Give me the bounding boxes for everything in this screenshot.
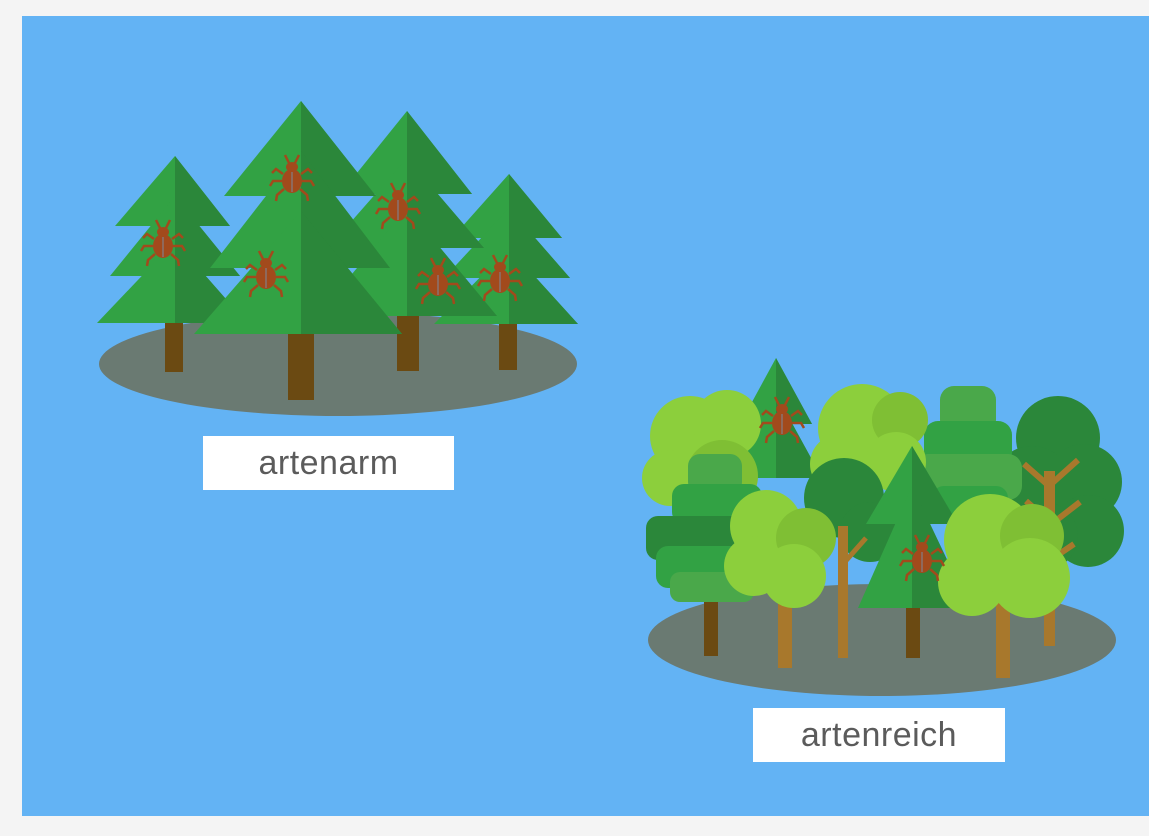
- poor-forest-ground: [99, 312, 577, 416]
- deciduous-tree-icon: [938, 494, 1070, 678]
- deciduous-tree-icon: [646, 454, 766, 656]
- conifer-tree-icon: [194, 101, 402, 400]
- conifer-tree-icon: [434, 174, 578, 370]
- rich-forest-group: [642, 358, 1124, 696]
- illustration-panel: artenarm artenreich: [22, 16, 1149, 816]
- label-artenreich: artenreich: [753, 708, 1005, 762]
- deciduous-tree-icon: [724, 490, 836, 668]
- forest-illustration: [97, 101, 1124, 696]
- label-artenarm: artenarm: [203, 436, 454, 490]
- poor-forest-group: [97, 101, 578, 416]
